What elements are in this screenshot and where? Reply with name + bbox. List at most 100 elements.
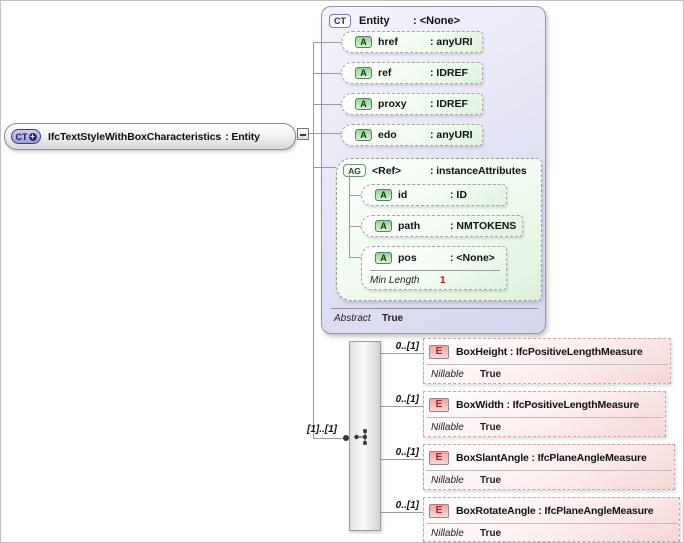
sequence-tree-icon (354, 429, 367, 445)
attribute-path[interactable]: A path : NMTOKENS (361, 215, 523, 237)
attribute-name: ref (378, 67, 392, 79)
element-boxwidth[interactable]: E BoxWidth : IfcPositiveLengthMeasure Ni… (423, 391, 666, 437)
connector-line (349, 175, 350, 257)
connector-line (349, 257, 361, 258)
element-title-row: E BoxHeight : IfcPositiveLengthMeasure (424, 339, 670, 364)
attribute-type: : <None> (450, 252, 495, 264)
root-element-name: IfcTextStyleWithBoxCharacteristics (48, 130, 222, 143)
connector-line (349, 195, 361, 196)
connector-line (313, 73, 341, 74)
element-badge-icon: E (429, 503, 449, 518)
nillable-label: Nillable (431, 527, 464, 539)
facet-row: Min Length 1 (362, 271, 506, 289)
nillable-row: Nillable True (424, 365, 670, 383)
attribute-proxy[interactable]: A proxy : IDREF (341, 93, 483, 115)
attribute-badge-icon: A (375, 189, 392, 201)
minus-icon (300, 134, 306, 136)
attribute-pos-row: A pos : <None> (362, 247, 506, 269)
min-length-value: 1 (440, 274, 446, 286)
abstract-divider (331, 308, 538, 309)
attribute-ref[interactable]: A ref : IDREF (341, 62, 483, 84)
nillable-row: Nillable True (424, 418, 665, 436)
root-element-type: : Entity (225, 130, 260, 143)
connector-line (313, 42, 314, 438)
nillable-value: True (480, 527, 502, 539)
attribute-group-name: <Ref> (372, 164, 402, 177)
attribute-name: href (378, 36, 398, 48)
min-length-label: Min Length (370, 274, 420, 286)
connector-line (313, 42, 341, 43)
element-boxslantangle[interactable]: E BoxSlantAngle : IfcPlaneAngleMeasure N… (423, 444, 675, 490)
attribute-group-header: AG <Ref> : instanceAttributes (337, 159, 541, 177)
connector-line (381, 353, 423, 354)
connector-line (313, 167, 336, 168)
element-title-row: E BoxWidth : IfcPositiveLengthMeasure (424, 392, 665, 417)
attribute-type: : anyURI (430, 129, 473, 141)
attribute-badge-icon: A (355, 98, 372, 110)
nillable-row: Nillable True (424, 471, 674, 489)
attribute-name: edo (378, 129, 397, 141)
attribute-name: proxy (378, 98, 407, 110)
attribute-badge-icon: A (375, 220, 392, 232)
attribute-name: path (398, 220, 421, 232)
element-divider (426, 470, 672, 471)
connector-line (381, 406, 423, 407)
cardinality-label: 0..[1] (395, 500, 419, 511)
element-title: BoxRotateAngle : IfcPlaneAngleMeasure (456, 504, 654, 517)
attribute-type: : NMTOKENS (450, 220, 517, 232)
attribute-group-type: : instanceAttributes (430, 164, 527, 177)
element-divider (426, 417, 663, 418)
connector-line (309, 133, 341, 134)
element-badge-icon: E (429, 450, 449, 465)
element-badge-icon: E (429, 344, 449, 359)
cardinality-label: 0..[1] (395, 341, 419, 352)
attribute-type: : anyURI (430, 36, 473, 48)
root-cardinality-label: [1]..[1] (307, 424, 337, 435)
element-divider (426, 364, 668, 365)
nillable-row: Nillable True (424, 524, 679, 542)
root-element-label: IfcTextStyleWithBoxCharacteristics: Enti… (48, 131, 260, 143)
attribute-badge-icon: A (375, 252, 392, 264)
attribute-badge-icon: A (355, 67, 372, 79)
nillable-label: Nillable (431, 421, 464, 433)
connector-line (381, 512, 423, 513)
abstract-label: Abstract (334, 313, 371, 324)
junction-dot-icon (343, 435, 349, 441)
element-title-row: E BoxRotateAngle : IfcPlaneAngleMeasure (424, 498, 679, 523)
element-badge-icon: E (429, 397, 449, 412)
entity-type-type: : <None> (413, 15, 461, 27)
attribute-edo[interactable]: A edo : anyURI (341, 124, 483, 146)
element-title: BoxHeight : IfcPositiveLengthMeasure (456, 345, 643, 358)
nillable-value: True (480, 421, 502, 433)
attribute-name: id (398, 189, 408, 201)
attribute-pos[interactable]: A pos : <None> Min Length 1 (361, 246, 507, 290)
element-title: BoxWidth : IfcPositiveLengthMeasure (456, 398, 640, 411)
nillable-value: True (480, 368, 502, 380)
nillable-label: Nillable (431, 474, 464, 486)
connector-line (313, 104, 341, 105)
attribute-badge-icon: A (355, 36, 372, 48)
attribute-href[interactable]: A href : anyURI (341, 31, 483, 53)
cardinality-label: 0..[1] (395, 394, 419, 405)
element-boxrotateangle[interactable]: E BoxRotateAngle : IfcPlaneAngleMeasure … (423, 497, 680, 542)
connector-line (349, 226, 361, 227)
complex-type-badge-icon: CT (329, 14, 351, 28)
complex-type-global-badge-icon: CT + (11, 129, 41, 144)
attribute-type: : IDREF (430, 98, 468, 110)
nillable-label: Nillable (431, 368, 464, 380)
abstract-value: True (382, 313, 404, 324)
collapse-toggle-icon[interactable] (297, 128, 309, 140)
connector-line (381, 459, 423, 460)
attribute-group-badge-icon: AG (343, 164, 366, 177)
element-boxheight[interactable]: E BoxHeight : IfcPositiveLengthMeasure N… (423, 338, 671, 384)
element-title: BoxSlantAngle : IfcPlaneAngleMeasure (456, 451, 647, 464)
element-title-row: E BoxSlantAngle : IfcPlaneAngleMeasure (424, 445, 674, 470)
attribute-badge-icon: A (355, 129, 372, 141)
facet-divider (370, 270, 500, 271)
element-divider (426, 523, 677, 524)
attribute-id[interactable]: A id : ID (361, 184, 507, 206)
attribute-type: : IDREF (430, 67, 468, 79)
entity-type-name: Entity (359, 15, 390, 27)
root-element-box[interactable]: CT + IfcTextStyleWithBoxCharacteristics:… (4, 123, 296, 150)
